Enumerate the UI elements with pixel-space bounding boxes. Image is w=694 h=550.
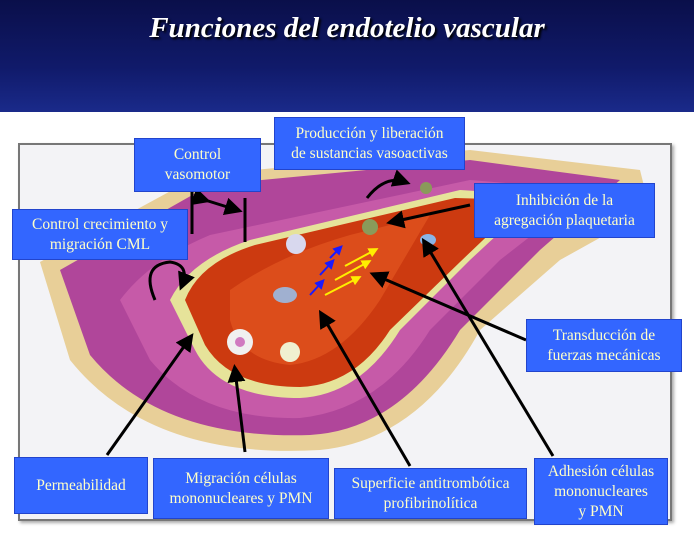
label-text: fuerzas mecánicas (547, 346, 661, 364)
label-migracion-celulas: Migración células mononucleares y PMN (153, 458, 329, 519)
label-text: Superficie antitrombótica (351, 474, 510, 492)
label-text: Producción y liberación (295, 124, 444, 142)
label-produccion-sustancias: Producción y liberación de sustancias vas… (274, 117, 465, 170)
shear-stress-arrows (309, 245, 379, 296)
label-superficie-antitrombotica: Superficie antitrombótica profibrinolític… (334, 468, 527, 519)
label-permeabilidad: Permeabilidad (14, 457, 148, 514)
label-text: Inhibición de la (515, 191, 614, 209)
label-text: Control crecimiento y (31, 215, 169, 233)
label-text: agregación plaquetaria (494, 211, 635, 229)
label-text: Permeabilidad (36, 476, 126, 494)
platelet-icon (420, 182, 432, 194)
label-text: y PMN (578, 502, 624, 520)
label-text: migración CML (49, 235, 151, 253)
label-text: mononucleares y PMN (169, 489, 313, 507)
label-control-crecimiento: Control crecimiento y migración CML (12, 209, 188, 260)
label-text: profibrinolítica (383, 494, 478, 512)
label-control-vasomotor: Control vasomotor (134, 138, 261, 192)
label-adhesion-celulas: Adhesión células mononucleares y PMN (534, 458, 668, 525)
adhering-cell-icon (273, 287, 297, 303)
label-text: Transducción de (552, 326, 656, 344)
platelet-icon (362, 219, 378, 235)
label-transduccion: Transducción de fuerzas mecánicas (526, 319, 682, 372)
monocyte-icon (420, 234, 436, 246)
slide-header: Funciones del endotelio vascular (0, 0, 694, 112)
leukocyte-icon (286, 234, 306, 254)
pointer-arrows (105, 169, 555, 467)
slide-title: Funciones del endotelio vascular (149, 12, 545, 44)
label-text: Control vasomotor (164, 146, 231, 183)
label-text: de sustancias vasoactivas (291, 144, 448, 162)
migrating-cell-icon (280, 342, 300, 362)
label-text: Adhesión células (547, 462, 655, 480)
label-text: Migración células (185, 469, 297, 487)
label-text: mononucleares (554, 482, 648, 500)
label-inhibicion-agregacion: Inhibición de la agregación plaquetaria (474, 183, 655, 238)
